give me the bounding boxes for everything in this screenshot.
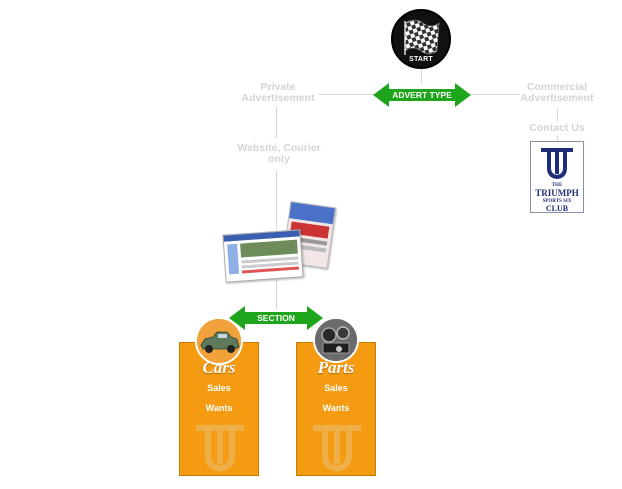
checkered-flag-icon xyxy=(404,19,440,55)
cars-sales-link[interactable]: Sales xyxy=(207,383,231,393)
website-line1: Website, Courier xyxy=(237,142,321,154)
private-line2: Advertisement xyxy=(241,92,315,104)
private-line1: Private xyxy=(260,81,296,93)
website-courier-option[interactable]: Website, Courier only xyxy=(230,143,328,165)
cars-wants-link[interactable]: Wants xyxy=(205,403,233,413)
connector-contact-down xyxy=(557,135,558,141)
start-button[interactable] xyxy=(391,9,451,69)
advert-type-arrow xyxy=(373,83,471,107)
commercial-line1: Commercial xyxy=(526,81,588,93)
commercial-advertisement-option[interactable]: Commercial Advertisement xyxy=(515,82,599,104)
section-label: SECTION xyxy=(257,313,295,323)
brochure-front xyxy=(222,229,304,283)
brochure-images[interactable] xyxy=(222,201,337,284)
parts-sales-link[interactable]: Sales xyxy=(324,383,348,393)
logo-sub: SPORTS SIX xyxy=(542,199,572,204)
private-advertisement-option[interactable]: Private Advertisement xyxy=(236,82,320,104)
advert-type-label: ADVERT TYPE xyxy=(392,90,452,100)
start-label: START xyxy=(409,56,433,63)
triumph-emblem-icon xyxy=(196,425,244,472)
connector-brochure-down xyxy=(276,280,277,310)
car-avatar xyxy=(195,317,243,365)
parts-wants-link[interactable]: Wants xyxy=(322,403,350,413)
connector-commercial-down xyxy=(557,108,558,122)
logo-club: CLUB xyxy=(545,204,569,213)
contact-us-link[interactable]: Contact Us xyxy=(529,122,585,134)
parts-title: Parts xyxy=(317,358,355,377)
engine-parts-icon xyxy=(315,319,357,361)
car-icon xyxy=(197,319,241,363)
section-arrow xyxy=(229,306,323,330)
connector-website-down xyxy=(276,170,277,230)
triumph-emblem-icon xyxy=(541,148,573,179)
connector-private-down xyxy=(276,106,277,138)
parts-avatar xyxy=(313,317,359,363)
logo-the: THE xyxy=(551,183,563,188)
connector-right-horizontal xyxy=(470,94,520,95)
triumph-emblem-icon xyxy=(313,425,361,472)
connector-left-horizontal xyxy=(318,94,378,95)
triumph-club-logo[interactable]: THE TRIUMPH SPORTS SIX CLUB xyxy=(530,141,584,213)
connector-start-down xyxy=(421,69,422,83)
website-line2: only xyxy=(268,153,290,165)
logo-name: TRIUMPH xyxy=(535,188,579,198)
commercial-line2: Advertisement xyxy=(520,92,594,104)
